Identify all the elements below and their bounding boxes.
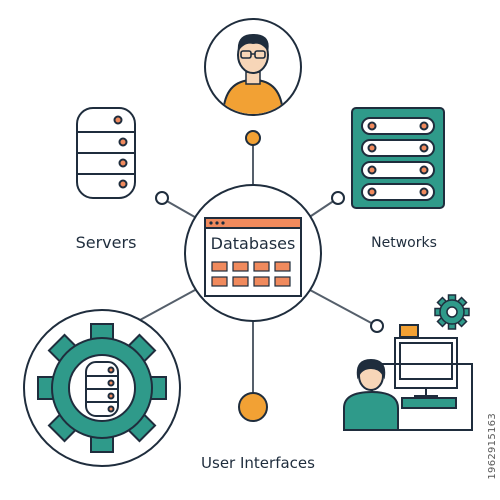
node-dot-icon	[238, 392, 268, 422]
servers-label: Servers	[76, 233, 137, 252]
watermark-id: 1962915163	[487, 413, 498, 480]
gear-database-icon	[23, 309, 181, 467]
node-dot-icon	[331, 191, 345, 205]
databases-label: Databases	[211, 234, 296, 253]
user-interfaces-label: User Interfaces	[201, 454, 315, 472]
connector-bottom-left	[139, 289, 196, 321]
networks-label: Networks	[371, 235, 437, 251]
server-stack-icon	[76, 107, 136, 199]
database-window-icon	[184, 184, 322, 322]
person-icon	[204, 18, 302, 116]
network-rack-icon	[351, 107, 445, 209]
node-dot-icon	[245, 130, 261, 146]
node-dot-icon	[370, 319, 384, 333]
connector-bottom-right	[309, 289, 376, 326]
user-computer-icon	[343, 324, 473, 431]
node-dot-icon	[155, 191, 169, 205]
connector-left	[164, 199, 201, 221]
small-gear-icon	[434, 294, 470, 330]
node-dots	[155, 130, 384, 422]
connector-lines	[139, 142, 376, 395]
